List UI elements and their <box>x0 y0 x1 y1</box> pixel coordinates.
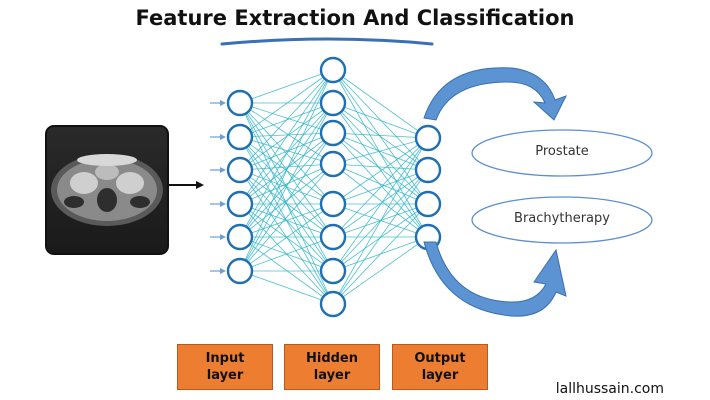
input-node <box>226 257 254 285</box>
input-tick-arrowhead <box>220 201 226 207</box>
connection-line <box>332 163 429 171</box>
input-tick-arrowhead <box>220 268 226 274</box>
connection-line <box>332 69 429 139</box>
mri-scan-image <box>45 125 169 255</box>
connection-line <box>332 102 429 139</box>
title-underline <box>220 37 434 46</box>
connection-line <box>239 69 334 138</box>
connection-line <box>332 236 429 305</box>
connection-line <box>239 69 334 205</box>
input-node <box>226 89 254 117</box>
hidden-node <box>319 223 347 251</box>
connection-line <box>239 69 334 272</box>
input-node <box>226 190 254 218</box>
connection-line <box>332 132 429 171</box>
input-tick-arrowhead <box>220 100 226 106</box>
connection-line <box>332 137 429 305</box>
hidden-node <box>319 290 347 318</box>
input-ticks <box>210 100 226 274</box>
input-layer-label: Input layer <box>177 344 273 390</box>
connection-line <box>239 69 334 171</box>
connection-line <box>239 163 334 272</box>
connection-line <box>332 132 429 205</box>
input-tick-arrowhead <box>220 234 226 240</box>
hidden-node <box>319 89 347 117</box>
connection-line <box>239 132 334 171</box>
connection-line <box>239 132 334 238</box>
connection-line <box>239 236 334 305</box>
nodes <box>226 56 442 318</box>
connection-line <box>239 69 334 104</box>
connection-line <box>332 203 429 305</box>
watermark: lallhussain.com <box>555 381 664 397</box>
hidden-node <box>319 119 347 147</box>
input-tick-arrowhead <box>220 134 226 140</box>
connection-line <box>332 132 429 238</box>
class-label-prostate: Prostate <box>535 144 589 159</box>
connection-line <box>239 203 334 272</box>
connections <box>239 69 429 305</box>
output-node <box>414 190 442 218</box>
connection-line <box>332 137 429 238</box>
connection-line <box>239 136 334 165</box>
upper-arrow <box>423 67 568 121</box>
connection-line <box>332 163 429 238</box>
class-label-brachytherapy: Brachytherapy <box>514 211 610 226</box>
connection-line <box>239 132 334 205</box>
connection-line <box>239 270 334 305</box>
prostate-ellipse <box>471 129 653 177</box>
input-node <box>226 223 254 251</box>
connection-line <box>239 236 334 272</box>
output-node <box>414 124 442 152</box>
input-node <box>226 156 254 184</box>
connection-line <box>332 137 429 272</box>
connection-line <box>239 102 334 165</box>
output-node <box>414 156 442 184</box>
connection-line <box>239 102 334 134</box>
connection-line <box>332 102 429 171</box>
connection-line <box>332 137 429 165</box>
connection-line <box>332 163 429 205</box>
connection-line <box>239 163 334 205</box>
connection-line <box>239 163 334 171</box>
connection-line <box>239 203 334 238</box>
connection-line <box>332 137 429 205</box>
connection-line <box>332 169 429 238</box>
connection-line <box>332 69 429 205</box>
output-layer-label: Output layer <box>392 344 488 390</box>
hidden-node <box>319 190 347 218</box>
connection-line <box>239 163 334 238</box>
connection-line <box>332 69 429 171</box>
page-title: Feature Extraction And Classification <box>135 6 575 30</box>
connection-line <box>332 132 429 139</box>
hidden-layer-label: Hidden layer <box>284 344 380 390</box>
connection-line <box>239 102 334 272</box>
input-node <box>226 123 254 151</box>
connection-line <box>239 132 334 138</box>
input-arrow <box>168 181 204 189</box>
connection-line <box>239 69 334 238</box>
connection-line <box>239 132 334 272</box>
connection-line <box>332 102 429 205</box>
brachytherapy-ellipse <box>471 196 653 244</box>
hidden-node <box>319 257 347 285</box>
hidden-node <box>319 56 347 84</box>
hidden-node <box>319 150 347 178</box>
lower-arrow <box>423 241 567 317</box>
connection-line <box>332 102 429 238</box>
input-tick-arrowhead <box>220 167 226 173</box>
connection-line <box>332 169 429 305</box>
